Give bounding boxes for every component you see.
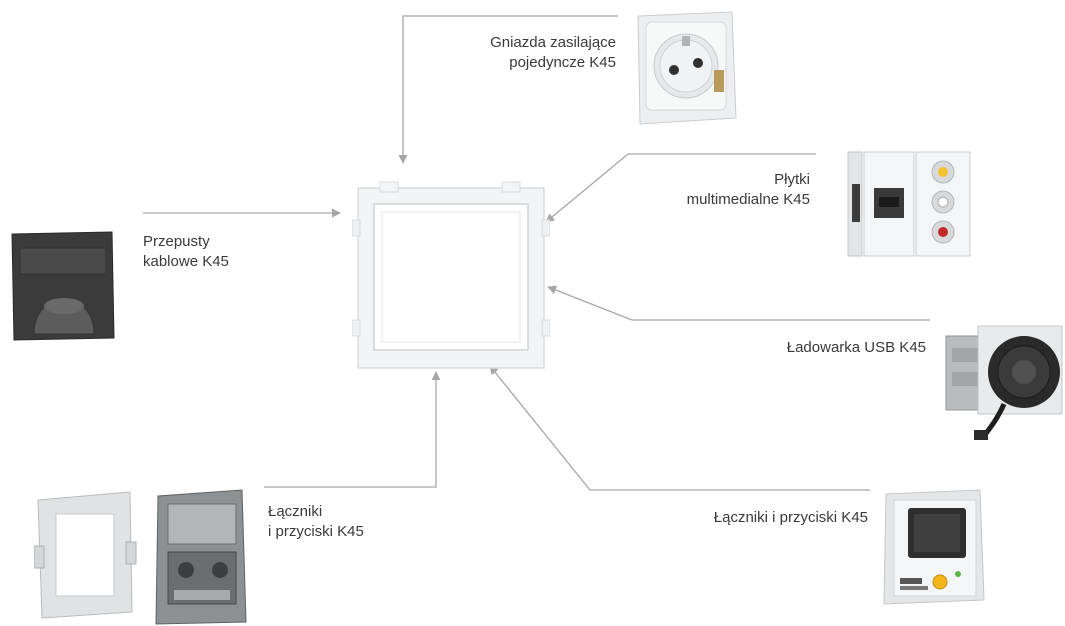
cable-outlet-icon: [11, 231, 115, 341]
arrow-from-laczniki-left: [264, 371, 441, 488]
label-laczniki-left-line1: Łączniki: [268, 503, 323, 520]
label-gniazda-line1: Gniazda zasilające: [490, 34, 616, 51]
mounting-frame-icon: [352, 181, 550, 369]
label-gniazda-zasilajace: Gniazda zasilające pojedyncze K45: [450, 33, 616, 73]
label-laczniki-left: Łączniki i przyciski K45: [268, 502, 364, 542]
label-ladowarka-line1: Ładowarka USB K45: [786, 339, 926, 356]
label-przepusty-line2: kablowe K45: [143, 253, 229, 270]
label-przepusty-kablowe: Przepusty kablowe K45: [143, 232, 229, 272]
arrow-from-ladowarka: [547, 285, 930, 321]
label-laczniki-right: Łączniki i przyciski K45: [640, 508, 868, 528]
arrow-from-plytki: [545, 153, 816, 223]
label-laczniki-right-line1: Łączniki i przyciski K45: [713, 509, 868, 526]
rcd-module-icon: [883, 489, 985, 605]
arrow-from-gniazda: [398, 15, 618, 164]
label-plytki-line1: Płytki: [774, 171, 810, 188]
power-socket-icon: [637, 11, 737, 125]
label-ladowarka-usb: Ładowarka USB K45: [720, 338, 926, 358]
usb-charger-icon: [945, 325, 1063, 440]
label-gniazda-line2: pojedyncze K45: [509, 54, 616, 71]
hdmi-rca-plate-icon: [847, 151, 971, 257]
switch-mechanism-icon: [34, 489, 247, 625]
label-plytki-multimedialne: Płytki multimedialne K45: [660, 170, 810, 210]
label-przepusty-line1: Przepusty: [143, 233, 210, 250]
label-plytki-line2: multimedialne K45: [686, 191, 810, 208]
label-laczniki-left-line2: i przyciski K45: [268, 523, 364, 540]
arrow-from-laczniki-right: [489, 365, 870, 491]
